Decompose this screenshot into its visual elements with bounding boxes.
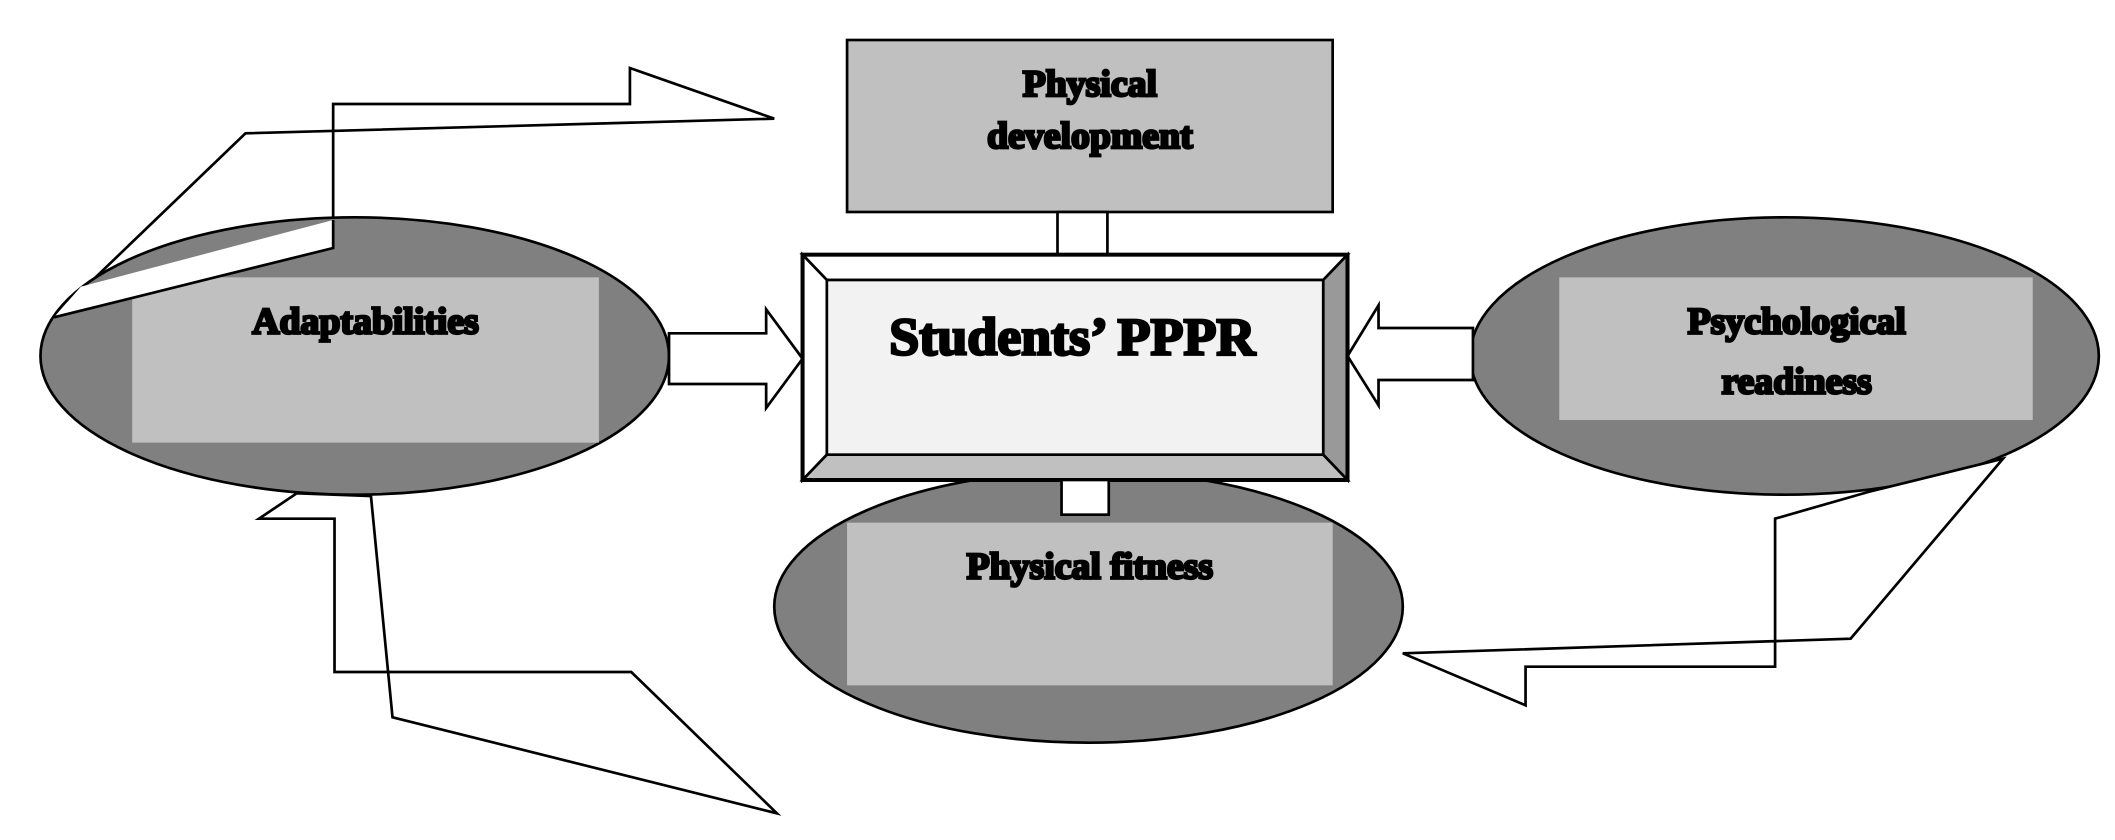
psychological-readiness-line1: Psychological bbox=[1688, 302, 1906, 343]
center-title: Students’ PPPR bbox=[889, 307, 1256, 367]
physical-fitness-inner bbox=[847, 522, 1333, 686]
psychological-readiness-line2: readiness bbox=[1721, 362, 1871, 403]
psychological-readiness-inner bbox=[1559, 277, 2033, 420]
adaptabilities-inner bbox=[132, 277, 599, 443]
physical-development-line2: development bbox=[987, 116, 1193, 157]
top-left-arrow-tip bbox=[53, 220, 334, 318]
curved-arrow-bottom-left bbox=[254, 491, 782, 816]
adaptabilities-label: Adaptabilities bbox=[252, 302, 479, 343]
physical-fitness-label: Physical fitness bbox=[967, 547, 1214, 588]
arrow-right-to-center bbox=[1345, 300, 1475, 411]
top-connector bbox=[1056, 210, 1109, 256]
curved-arrow-right bbox=[1402, 456, 2007, 708]
bottom-connector bbox=[1060, 478, 1111, 516]
arrow-left-to-center bbox=[667, 305, 805, 413]
physical-development-line1: Physical bbox=[1023, 64, 1157, 105]
physical-development-box bbox=[845, 38, 1335, 214]
center-box bbox=[799, 251, 1351, 484]
